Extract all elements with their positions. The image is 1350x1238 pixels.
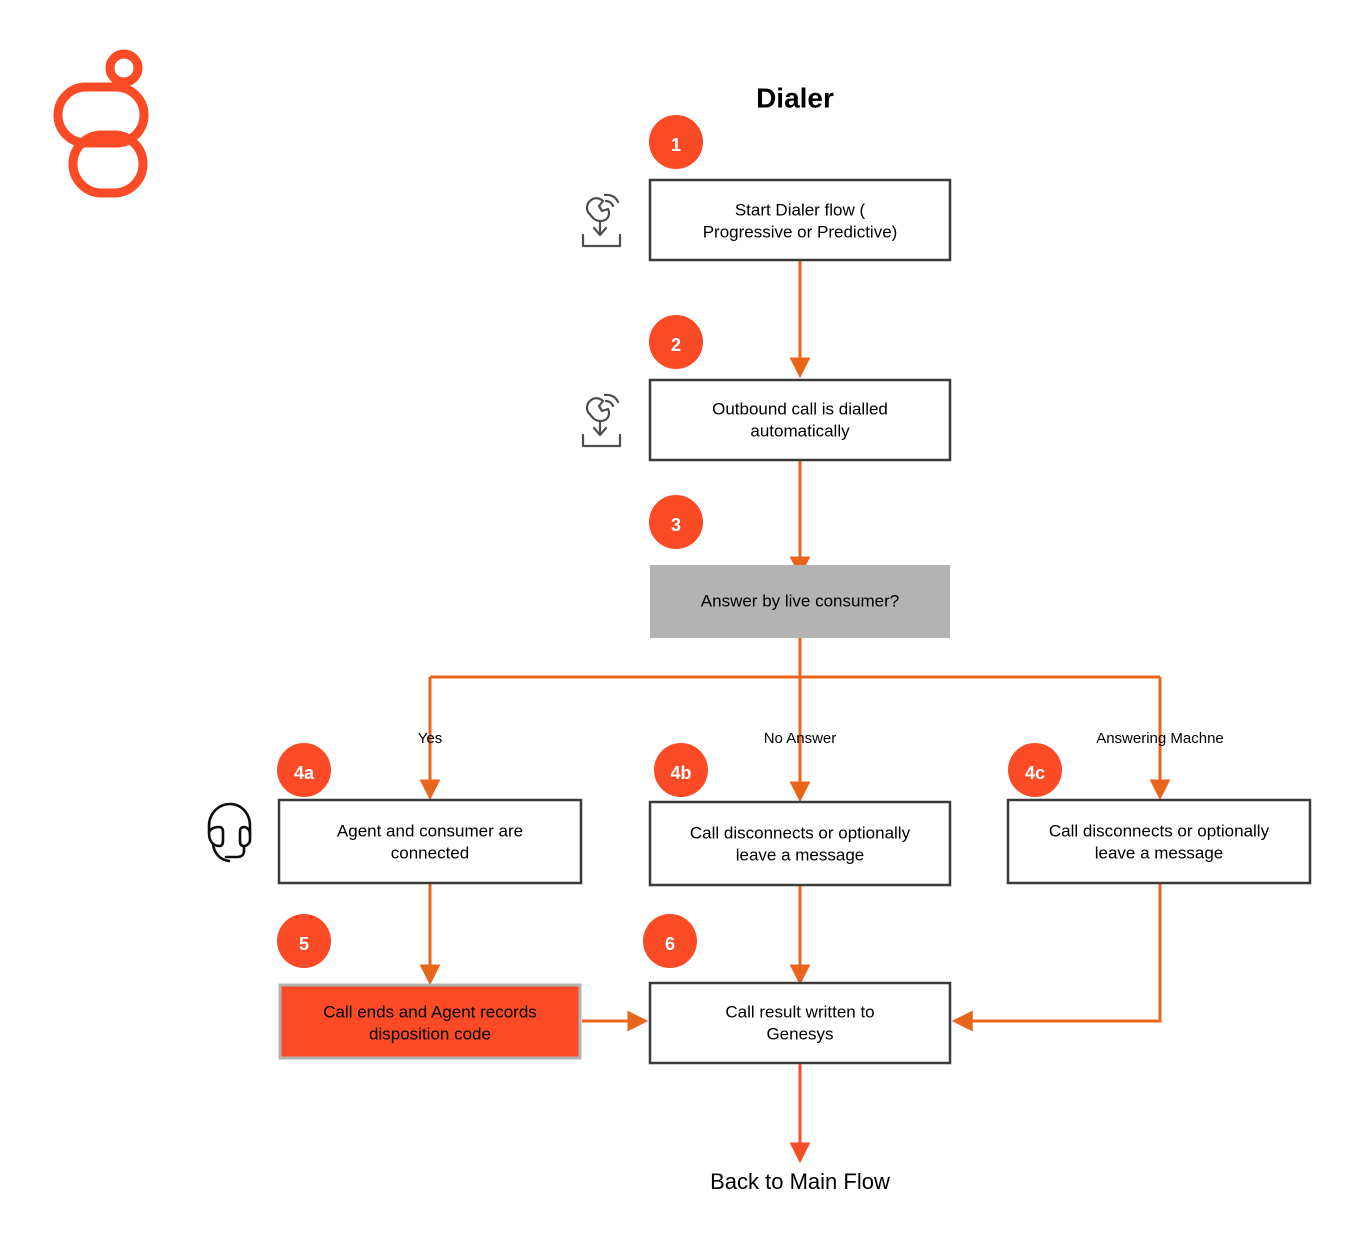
node-3-badge: 3	[649, 495, 703, 549]
node-4c-label-line2: leave a message	[1095, 843, 1224, 862]
node-4c-badge-label: 4c	[1025, 763, 1045, 783]
node-4b[interactable]: Call disconnects or optionally leave a m…	[648, 800, 952, 887]
node-3-label: Answer by live consumer?	[701, 591, 899, 610]
node-2-badge: 2	[649, 315, 703, 369]
node-2-label-line2: automatically	[750, 421, 850, 440]
terminal-label: Back to Main Flow	[710, 1169, 890, 1194]
node-2[interactable]: Outbound call is dialled automatically	[648, 378, 952, 462]
node-4b-label-line1: Call disconnects or optionally	[690, 823, 911, 842]
node-4b-badge-circle	[654, 743, 708, 797]
node-4a-box[interactable]	[277, 798, 583, 885]
headset-icon	[207, 802, 252, 863]
node-1-badge: 1	[649, 115, 703, 169]
node-3[interactable]: Answer by live consumer?	[650, 565, 950, 638]
incoming-call-icon	[581, 393, 622, 448]
node-1-label-line1: Start Dialer flow (	[735, 200, 866, 219]
brand-logo	[53, 49, 149, 198]
incoming-call-icon	[581, 193, 622, 248]
node-1-badge-circle	[649, 115, 703, 169]
node-4c-box[interactable]	[1006, 798, 1312, 885]
node-2-box[interactable]	[648, 378, 952, 462]
node-1-label-line2: Progressive or Predictive)	[703, 222, 898, 241]
node-6-badge-circle	[643, 914, 697, 968]
node-5-badge-circle	[277, 914, 331, 968]
node-1-box[interactable]	[648, 178, 952, 262]
node-5-badge: 5	[277, 914, 331, 968]
node-5-label-line2: disposition code	[369, 1024, 491, 1043]
node-6-box[interactable]	[648, 981, 952, 1065]
edge-label-answering-machine: Answering Machne	[1096, 730, 1224, 747]
node-6[interactable]: Call result written to Genesys	[648, 981, 952, 1065]
edge-label-yes: Yes	[418, 730, 442, 747]
node-1[interactable]: Start Dialer flow ( Progressive or Predi…	[648, 178, 952, 262]
node-5-box[interactable]	[278, 983, 582, 1060]
node-6-badge: 6	[643, 914, 697, 968]
node-2-label-line1: Outbound call is dialled	[712, 399, 888, 418]
node-4c[interactable]: Call disconnects or optionally leave a m…	[1006, 798, 1312, 885]
node-3-box[interactable]	[650, 565, 950, 638]
node-4b-box[interactable]	[648, 800, 952, 887]
node-4a-badge: 4a	[277, 743, 331, 797]
diagram-title: Dialer	[756, 82, 834, 113]
node-3-badge-circle	[649, 495, 703, 549]
node-4a-badge-circle	[277, 743, 331, 797]
node-2-badge-circle	[649, 315, 703, 369]
node-4b-badge: 4b	[654, 743, 708, 797]
node-6-label-line2: Genesys	[766, 1024, 833, 1043]
node-4c-badge: 4c	[1008, 743, 1062, 797]
node-4c-label-line1: Call disconnects or optionally	[1049, 821, 1270, 840]
node-5-badge-label: 5	[299, 934, 309, 954]
node-6-label-line1: Call result written to	[725, 1002, 874, 1021]
node-6-badge-label: 6	[665, 934, 675, 954]
node-4a[interactable]: Agent and consumer are connected	[277, 798, 583, 885]
node-3-badge-label: 3	[671, 515, 681, 535]
node-4a-label-line2: connected	[391, 843, 469, 862]
node-4a-label-line1: Agent and consumer are	[337, 821, 523, 840]
node-2-badge-label: 2	[671, 335, 681, 355]
edge-label-no-answer: No Answer	[764, 730, 837, 747]
node-4b-badge-label: 4b	[670, 763, 691, 783]
node-5[interactable]: Call ends and Agent records disposition …	[278, 983, 582, 1060]
node-4b-label-line2: leave a message	[736, 845, 865, 864]
node-4c-badge-circle	[1008, 743, 1062, 797]
node-5-label-line1: Call ends and Agent records	[323, 1002, 537, 1021]
node-4a-badge-label: 4a	[294, 763, 315, 783]
node-1-badge-label: 1	[671, 135, 681, 155]
connector-n4c-n6	[951, 883, 1162, 1032]
